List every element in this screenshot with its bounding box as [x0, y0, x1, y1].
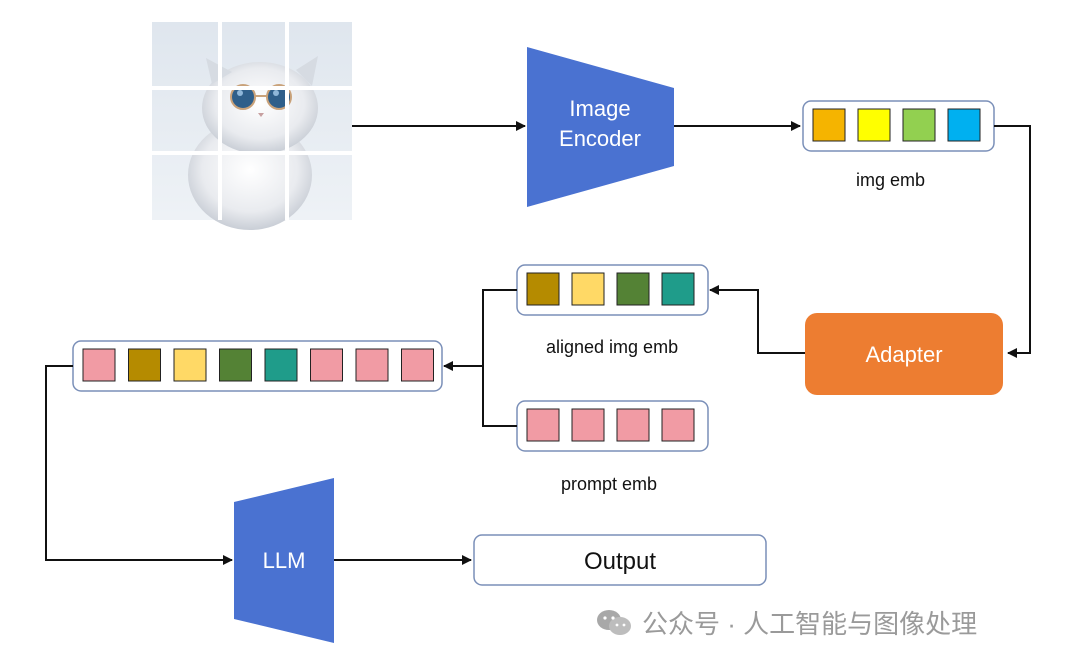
- output-label: Output: [584, 548, 656, 575]
- combined-emb-cell: [310, 348, 343, 382]
- wechat-icon: [597, 609, 631, 635]
- combined-emb-cell: [173, 348, 207, 382]
- aligned-emb-vector: [516, 264, 709, 316]
- arrow-adapter-to-aligned-emb: [709, 285, 805, 354]
- adapter-label: Adapter: [865, 342, 942, 367]
- combined-emb-cell: [264, 348, 298, 382]
- image-encoder-label-line1: Image: [569, 96, 630, 121]
- merge-bracket: [482, 289, 517, 427]
- img-emb-label: img emb: [856, 170, 926, 190]
- img-emb-cell: [857, 108, 891, 142]
- adapter-block: Adapter: [805, 313, 1003, 395]
- combined-emb-vector: [72, 340, 443, 392]
- prompt-emb-label: prompt emb: [561, 474, 658, 494]
- prompt-emb-cell: [571, 408, 605, 442]
- aligned-emb-cell: [661, 272, 695, 306]
- image-encoder: Image Encoder: [527, 47, 674, 207]
- aligned-emb-label: aligned img emb: [546, 337, 679, 357]
- img-emb-cell: [812, 108, 846, 142]
- aligned-emb-cell: [571, 272, 605, 306]
- watermark: 公众号 · 人工智能与图像处理: [596, 604, 977, 641]
- combined-emb-cell: [82, 348, 116, 382]
- cat-image-patches: [152, 22, 352, 230]
- aligned-emb-cell: [526, 272, 560, 306]
- img-emb-vector: [802, 100, 995, 152]
- combined-emb-cell: [355, 348, 389, 382]
- img-emb-cell: [902, 108, 936, 142]
- prompt-emb-vector: [516, 400, 709, 452]
- prompt-emb-cell: [661, 408, 695, 442]
- combined-emb-cell: [401, 348, 434, 382]
- watermark-text: 公众号 · 人工智能与图像处理: [642, 609, 978, 639]
- llm-block: LLM: [234, 478, 334, 643]
- combined-emb-cell: [219, 348, 252, 382]
- img-emb-cell: [947, 108, 981, 142]
- image-encoder-label-line2: Encoder: [559, 126, 641, 151]
- aligned-emb-cell: [616, 272, 650, 306]
- arrow-img-emb-to-adapter: [994, 125, 1031, 358]
- prompt-emb-cell: [526, 408, 560, 442]
- llm-label: LLM: [263, 548, 306, 573]
- prompt-emb-cell: [616, 408, 650, 442]
- arrow-combined-to-llm: [45, 365, 233, 565]
- output-box: Output: [473, 534, 767, 586]
- combined-emb-cell: [128, 348, 161, 382]
